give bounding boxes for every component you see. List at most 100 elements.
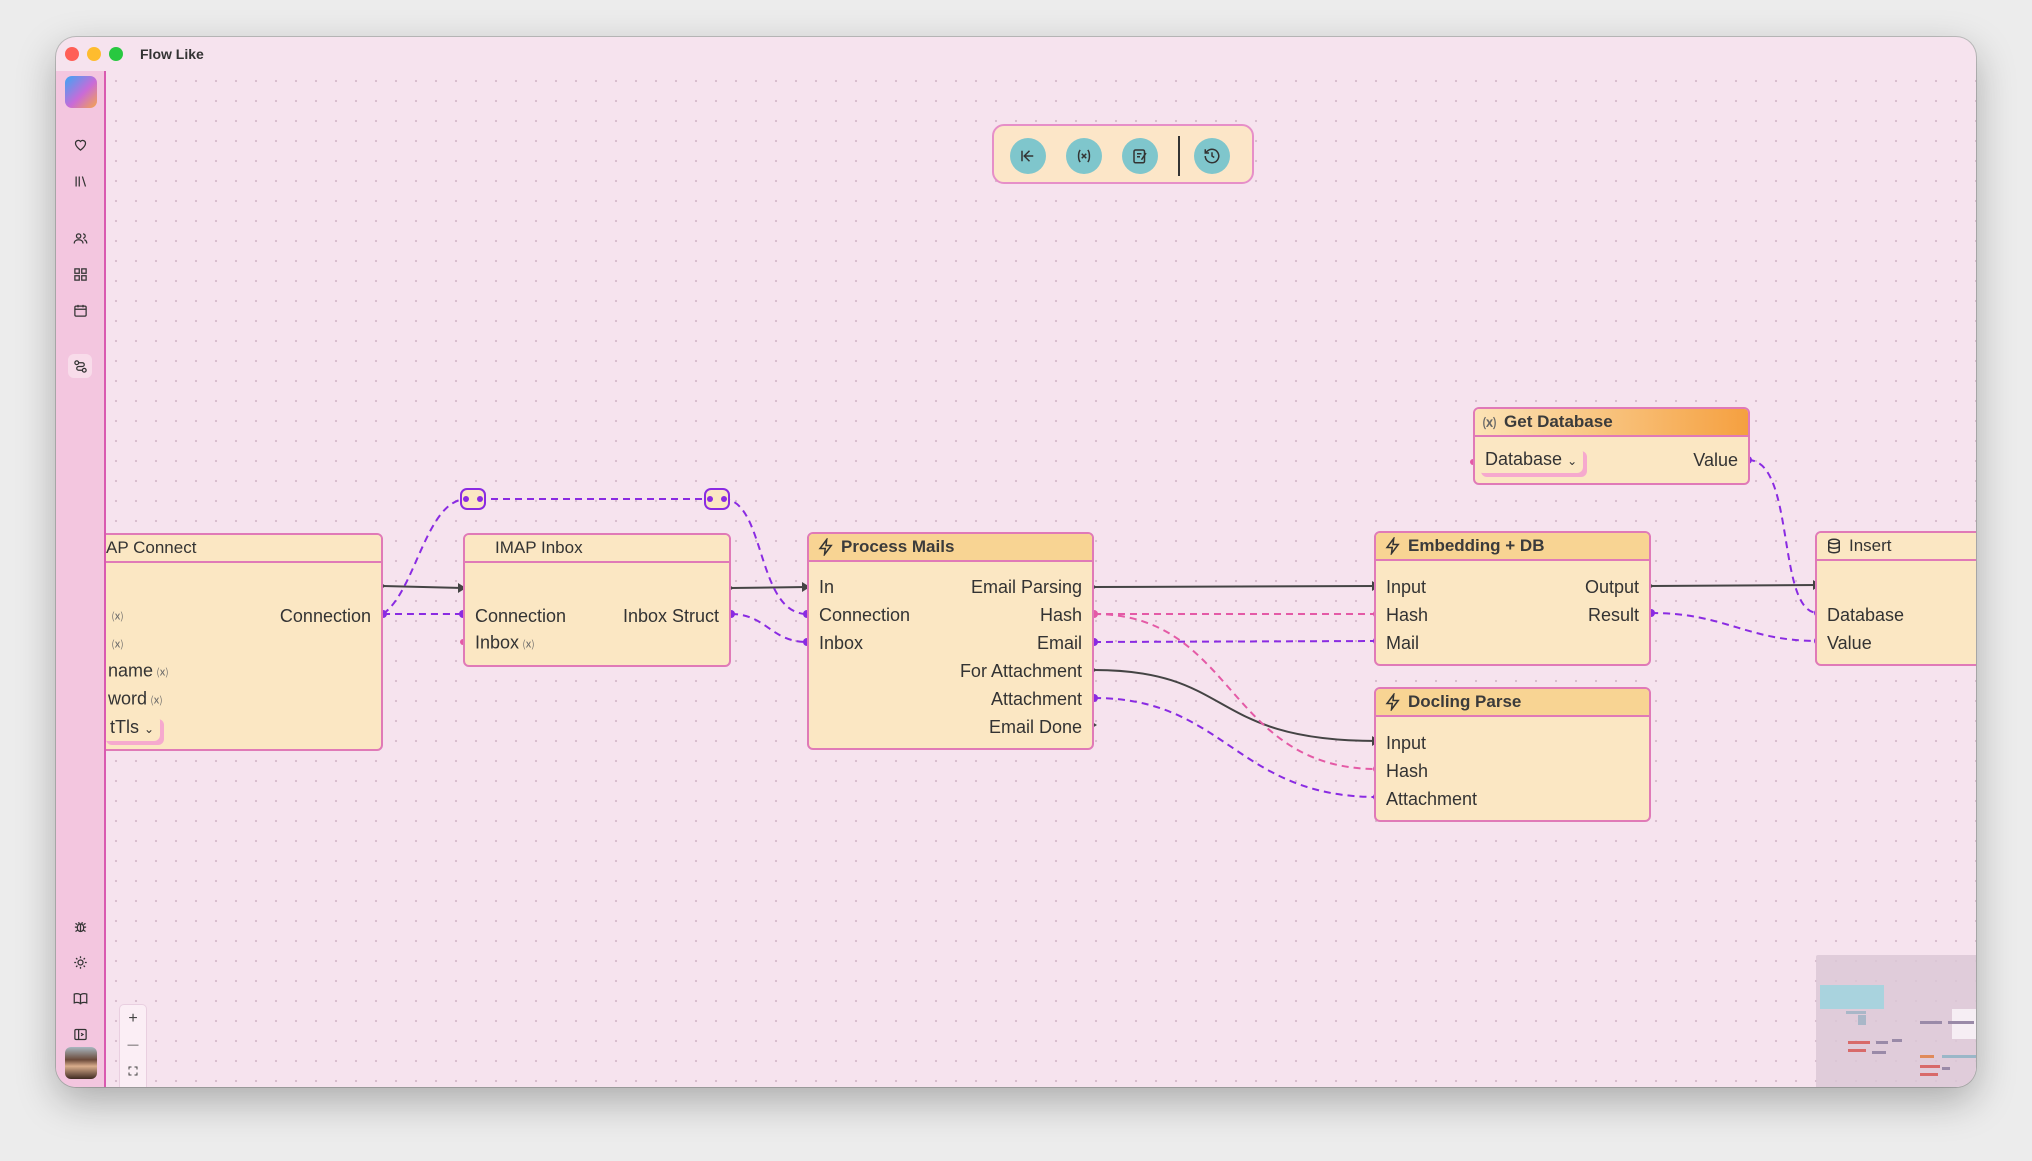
wire-connection-reroute: [382, 498, 468, 615]
variable-icon: ⒳: [112, 611, 123, 624]
node-imap-inbox[interactable]: IMAP Inbox Connection Inbox Struct Inbox…: [463, 533, 731, 667]
node-title: Process Mails: [841, 537, 955, 556]
pin-database-input[interactable]: Database: [1827, 605, 1905, 625]
wire-email-mail: [1093, 640, 1378, 643]
pin-connection-output[interactable]: Connection: [279, 606, 371, 626]
lightning-icon: [818, 538, 833, 556]
zoom-controls: + —: [120, 1005, 146, 1087]
node-imap-connect[interactable]: AP Connect Connection ⒳ ⒳ name⒳ word⒳ tT…: [106, 533, 383, 751]
node-title: Docling Parse: [1408, 692, 1522, 711]
sun-icon[interactable]: [68, 950, 92, 974]
pin-mail-input[interactable]: Mail: [1386, 633, 1420, 653]
node-get-database[interactable]: ⒳ Get Database Database ⌄ Value: [1473, 407, 1750, 485]
node-insert[interactable]: Insert Database Value: [1815, 531, 1976, 666]
pin-inbox-input[interactable]: Inbox: [819, 633, 864, 653]
exit-icon[interactable]: [1010, 138, 1046, 174]
node-header: Process Mails: [809, 534, 1092, 562]
wire-exec-attachment-docling: [1093, 669, 1378, 742]
pin-output-output[interactable]: Output: [1584, 577, 1639, 597]
chevron-down-icon: ⌄: [144, 722, 155, 736]
pin-email-parsing-output[interactable]: Email Parsing: [970, 577, 1082, 597]
database-icon: [1828, 538, 1840, 554]
wire-result-value: [1650, 612, 1819, 642]
maximize-window-button[interactable]: [109, 47, 123, 61]
pin-in-input[interactable]: In: [819, 577, 835, 597]
variable-icon: ⒳: [112, 639, 123, 652]
tls-dropdown[interactable]: tTls ⌄: [106, 715, 160, 741]
workflow-icon[interactable]: [68, 354, 92, 378]
title-bar: Flow Like: [56, 37, 1976, 71]
zoom-in-button[interactable]: +: [128, 1010, 138, 1027]
flow-canvas[interactable]: AP Connect Connection ⒳ ⒳ name⒳ word⒳ tT…: [106, 71, 1976, 1087]
book-icon[interactable]: [68, 986, 92, 1010]
lightning-icon: [1385, 537, 1400, 555]
node-title: IMAP Inbox: [465, 535, 729, 563]
grid-icon[interactable]: [68, 262, 92, 286]
pin-input-input[interactable]: Input: [1386, 577, 1427, 597]
wire-exec-embed-insert: [1650, 584, 1819, 587]
lock-icon[interactable]: [120, 1085, 146, 1087]
minimize-window-button[interactable]: [87, 47, 101, 61]
wire-exec-connect-inbox: [382, 585, 464, 589]
node-header: ⒳ Get Database: [1475, 409, 1748, 437]
node-embedding-db[interactable]: Embedding + DB Input Hash Mail Output Re…: [1374, 531, 1651, 666]
pin-connection-input[interactable]: Connection: [475, 606, 567, 626]
node-title: Insert: [1849, 536, 1892, 555]
close-window-button[interactable]: [65, 47, 79, 61]
app-logo[interactable]: [65, 76, 97, 108]
reroute-point-left: [460, 488, 486, 510]
node-process-mails[interactable]: Process Mails In Connection Inbox Email …: [807, 532, 1094, 750]
database-dropdown[interactable]: Database ⌄: [1477, 447, 1583, 473]
zoom-out-button[interactable]: —: [127, 1039, 139, 1051]
wire-reroute-process: [722, 498, 808, 615]
bug-icon[interactable]: [68, 914, 92, 938]
app-title: Flow Like: [140, 46, 204, 62]
pin-hash-input[interactable]: Hash: [1386, 605, 1429, 625]
wire-exec-process-embed: [1093, 585, 1378, 588]
wire-hash-docling: [1093, 613, 1378, 770]
library-icon[interactable]: [68, 169, 92, 193]
app-window: Flow Like: [56, 37, 1976, 1087]
flow-toolbar: [992, 124, 1254, 184]
pin-email-done-output[interactable]: Email Done: [988, 717, 1082, 737]
pin-inbox-struct-output[interactable]: Inbox Struct: [622, 606, 719, 626]
pin-word-input[interactable]: word: [108, 688, 148, 709]
reroute-point-right: [704, 488, 730, 510]
sidebar: [56, 71, 106, 1087]
minimap[interactable]: [1816, 955, 1976, 1087]
panel-icon[interactable]: [68, 1022, 92, 1046]
pin-value-input[interactable]: Value: [1827, 633, 1872, 653]
pin-hash-input[interactable]: Hash: [1386, 761, 1429, 781]
variable-icon: ⒳: [157, 667, 169, 680]
node-title: Embedding + DB: [1408, 536, 1545, 555]
pin-result-output[interactable]: Result: [1587, 605, 1639, 625]
edit-notes-icon[interactable]: [1122, 138, 1158, 174]
variable-icon: ⒳: [151, 695, 163, 708]
pin-inbox-input[interactable]: Inbox: [475, 632, 520, 653]
heart-icon[interactable]: [68, 132, 92, 156]
pin-attachment-input[interactable]: Attachment: [1386, 789, 1478, 809]
node-header: Embedding + DB: [1376, 533, 1649, 561]
calendar-icon[interactable]: [68, 298, 92, 322]
users-icon[interactable]: [68, 226, 92, 250]
pin-input-input[interactable]: Input: [1386, 733, 1427, 753]
pin-email-output[interactable]: Email: [1036, 633, 1082, 653]
pin-connection-input[interactable]: Connection: [819, 605, 911, 625]
pin-hash-output[interactable]: Hash: [1039, 605, 1082, 625]
pin-name-input[interactable]: name: [108, 660, 154, 681]
node-docling-parse[interactable]: Docling Parse Input Hash Attachment: [1374, 687, 1651, 822]
avatar[interactable]: [65, 1047, 97, 1079]
history-icon[interactable]: [1194, 138, 1230, 174]
wire-attachment-docling: [1093, 697, 1378, 798]
wire-database-value: [1747, 459, 1819, 614]
wire-inboxstruct-process: [730, 613, 808, 643]
variable-icon[interactable]: [1066, 138, 1102, 174]
variable-icon: ⒳: [1483, 415, 1497, 431]
pin-value-output[interactable]: Value: [1693, 450, 1738, 470]
node-title: Get Database: [1504, 412, 1613, 431]
pin-attachment-output[interactable]: Attachment: [990, 689, 1082, 709]
fit-view-icon[interactable]: [120, 1059, 146, 1083]
wire-exec-inbox-process: [730, 586, 808, 589]
lightning-icon: [1385, 693, 1400, 711]
pin-for-attachment-output[interactable]: For Attachment: [959, 661, 1082, 681]
